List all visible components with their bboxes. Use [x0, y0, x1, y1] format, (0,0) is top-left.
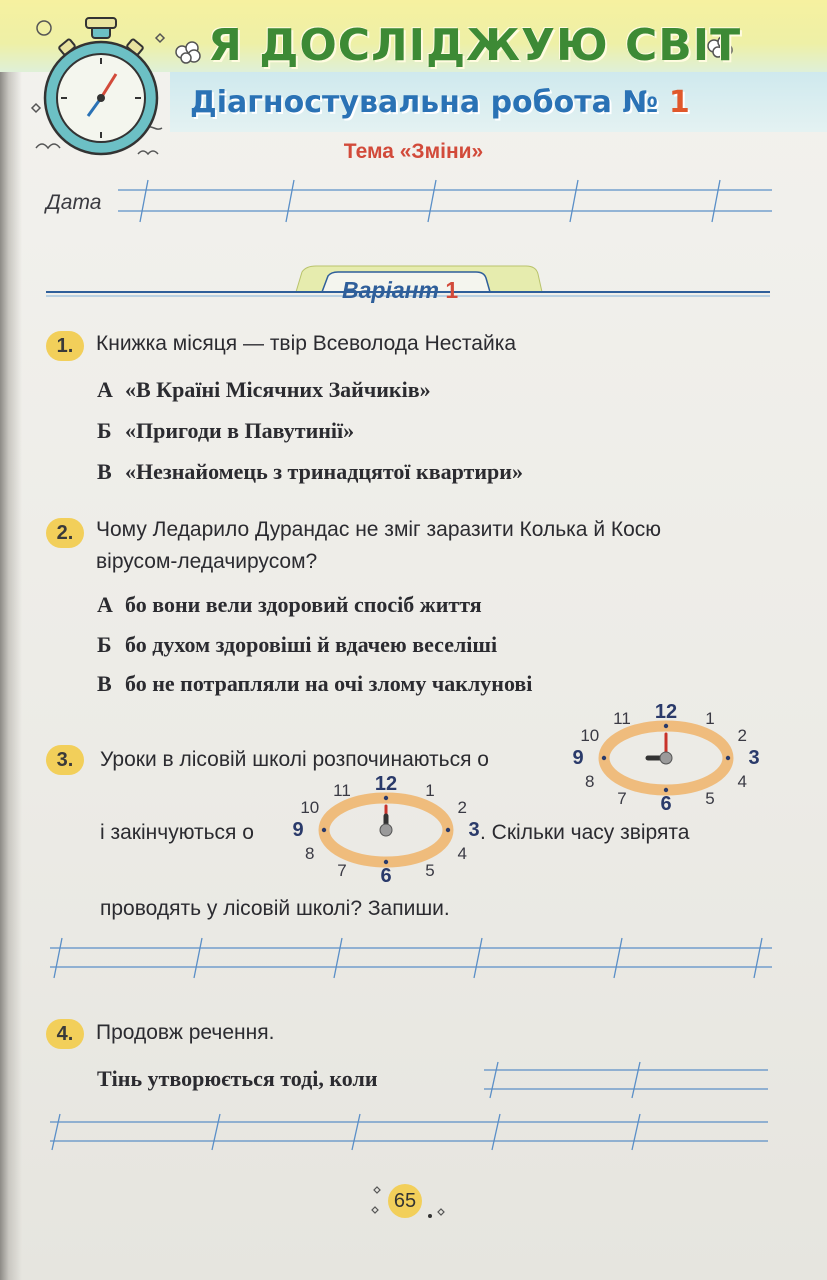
task-question-line: Уроки в лісовій школі розпочинаються о	[100, 748, 489, 771]
option-letter: Б	[97, 632, 112, 657]
clock-tick-dot	[383, 795, 389, 801]
clock-number: 9	[292, 819, 303, 841]
clock-number: 1	[425, 781, 434, 800]
work-number: 1	[668, 85, 690, 120]
variant-header: Варіант 1	[46, 262, 770, 304]
clock-number: 12	[655, 701, 677, 723]
sentence-start: Тінь утворюється тоді, коли	[97, 1066, 378, 1091]
task-number-badge: 2.	[46, 518, 84, 548]
topic-title: Тема «Зміни»	[343, 140, 484, 163]
clock-number: 5	[425, 861, 434, 880]
work-title: Діагностувальна робота № 1	[190, 85, 690, 120]
clock-number: 12	[375, 773, 397, 795]
variant-tab-shape	[46, 265, 770, 297]
sentence-writing-line[interactable]	[484, 1060, 768, 1100]
option-text: бо вони вели здоровий спосіб життя	[125, 592, 482, 617]
flower-doodle-icon	[175, 41, 201, 64]
clock-number: 8	[585, 772, 594, 791]
option-letter: А	[97, 592, 113, 617]
clock-tick-dot	[445, 827, 451, 833]
answer-writing-lines[interactable]	[50, 936, 772, 980]
option-text: бо не потрапляли на очі злому чаклунові	[125, 671, 533, 696]
task-number-badge: 1.	[46, 331, 84, 361]
clock-number: 2	[737, 726, 746, 745]
sparkle-icon	[371, 1186, 445, 1218]
clock-number: 7	[337, 861, 346, 880]
page-number-area: 65	[366, 1180, 456, 1224]
task-question: Книжка місяця — твір Всеволода Нестайка	[96, 332, 517, 355]
option-letter: А	[97, 377, 113, 402]
clock-number: 6	[380, 865, 391, 884]
option-text: «Незнайомець з тринадцятої квартири»	[125, 459, 523, 484]
option-letter: В	[97, 671, 112, 696]
clock-hub	[379, 823, 393, 837]
clock-tick-dot	[663, 787, 669, 793]
task-number-badge: 4.	[46, 1019, 84, 1049]
task-question-line: і закінчуються о	[100, 821, 254, 844]
header-subband	[170, 72, 827, 132]
book-spine-shadow	[0, 0, 22, 1280]
variant-number: 1	[445, 277, 459, 303]
task-number-badge: 3.	[46, 745, 84, 775]
clock-number: 11	[333, 781, 351, 800]
clock-number: 3	[468, 819, 479, 841]
page-number: 65	[388, 1184, 422, 1218]
clock-number: 4	[737, 772, 746, 791]
clock-number: 7	[617, 789, 626, 808]
clock-number: 6	[660, 793, 671, 812]
series-title: Я ДОСЛІДЖУЮ СВІТ	[208, 20, 742, 71]
date-label: Дата	[46, 191, 102, 214]
option-text: «Пригоди в Павутинії»	[125, 418, 355, 443]
variant-text: Варіант	[342, 277, 439, 303]
task-question-line: . Скільки часу звірята	[480, 821, 690, 844]
clock-number: 4	[457, 844, 466, 863]
clock-number: 11	[613, 709, 631, 728]
work-title-text: Діагностувальна робота №	[190, 85, 659, 120]
date-writing-lines[interactable]	[118, 176, 772, 226]
task-question-line: Чому Ледарило Дурандас не зміг заразити …	[96, 518, 662, 541]
variant-label: Варіант 1	[342, 277, 458, 304]
stopwatch-icon	[30, 17, 166, 156]
option-letter: В	[97, 459, 112, 484]
clock-tick-dot	[663, 723, 669, 729]
clock-number: 8	[305, 844, 314, 863]
clock-tick-dot	[321, 827, 327, 833]
clock-tick-dot	[725, 755, 731, 761]
clock-number: 3	[748, 747, 759, 769]
answer-option[interactable]: В «Незнайомець з тринадцятої квартири»	[97, 459, 523, 485]
clock-number: 9	[572, 747, 583, 769]
clock-hub	[659, 751, 673, 765]
answer-option[interactable]: А «В Країні Місячних Зайчиків»	[97, 377, 431, 403]
clock-number: 2	[457, 798, 466, 817]
answer-option[interactable]: Б «Пригоди в Павутинії»	[97, 418, 354, 444]
option-letter: Б	[97, 418, 112, 443]
answer-writing-lines[interactable]	[50, 1112, 768, 1152]
clock-tick-dot	[383, 859, 389, 865]
option-text: бо духом здоровіші й вдачею веселіші	[125, 632, 498, 657]
clock-number: 10	[580, 726, 599, 745]
task-question-line: проводять у лісовій школі? Запиши.	[100, 897, 450, 920]
flower-doodle-icon	[707, 35, 733, 58]
clock-number: 10	[300, 798, 319, 817]
clock-number: 5	[705, 789, 714, 808]
option-text: «В Країні Місячних Зайчиків»	[125, 377, 431, 402]
task-instruction: Продовж речення.	[96, 1021, 275, 1044]
clock-number: 1	[705, 709, 714, 728]
clock-tick-dot	[601, 755, 607, 761]
task-question-line: вірусом-ледачирусом?	[96, 550, 318, 573]
